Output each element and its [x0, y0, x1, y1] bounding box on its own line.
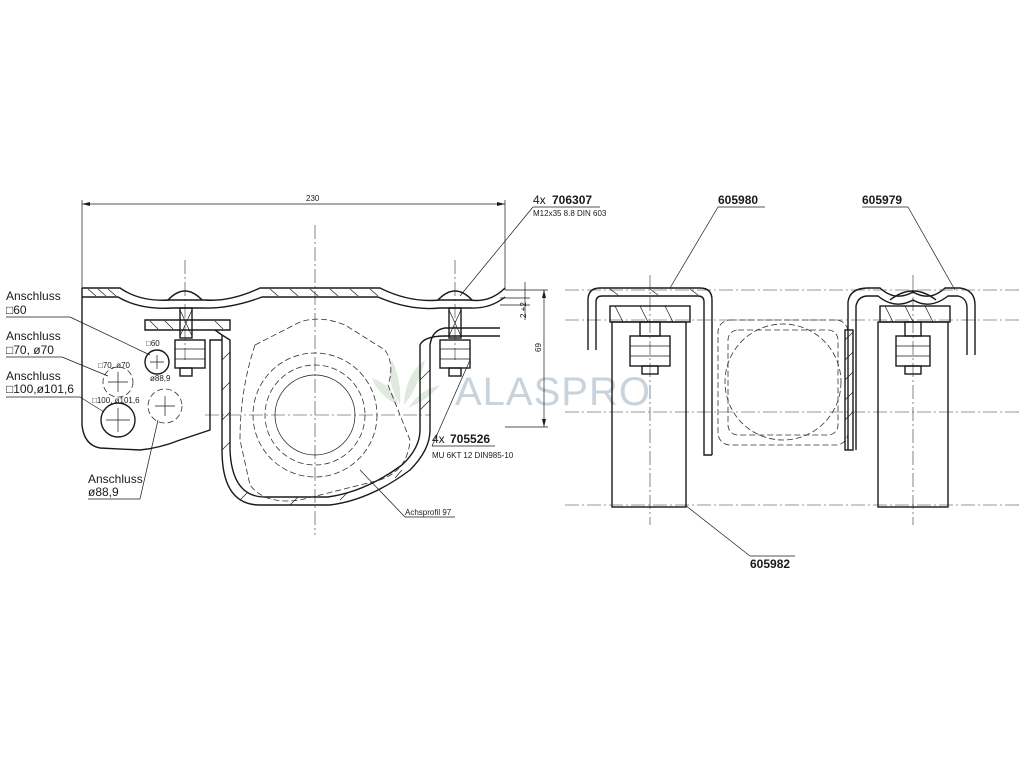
clamp-right — [847, 287, 976, 508]
dimension-69: 69 2 +2 — [500, 282, 548, 428]
dim-230-label: 230 — [306, 194, 320, 203]
hole-100-label: □100, ø101,6 — [92, 396, 140, 405]
axle-profile-callout: Achsprofil 97 — [359, 469, 455, 518]
anschluss-60-callout: Anschluss □60 — [6, 289, 151, 356]
dimension-230: 230 — [81, 194, 506, 290]
mounting-bracket — [81, 297, 231, 451]
bolt-spec: M12x35 8.8 DIN 603 — [533, 209, 607, 218]
watermark-text: ALASPRO — [455, 370, 651, 414]
clamp-left-part-number: 605980 — [718, 193, 758, 207]
bolt-assembly-left — [167, 290, 206, 377]
right-view: 605980 605979 605982 — [565, 193, 1020, 571]
anschluss-70-value: □70, ø70 — [6, 343, 54, 357]
anschluss-70-title: Anschluss — [6, 329, 61, 343]
watermark-leaf-icon — [372, 360, 440, 408]
top-plate — [81, 287, 506, 310]
nut-callout: 4x 705526 MU 6KT 12 DIN985-10 — [431, 359, 514, 460]
nut-spec: MU 6KT 12 DIN985-10 — [432, 451, 514, 460]
anschluss-889-title: Anschluss — [88, 472, 143, 486]
connection-holes — [100, 349, 183, 438]
anschluss-889-callout: Anschluss ø88,9 — [88, 419, 159, 500]
clamp-right-callout: 605979 — [862, 193, 956, 291]
anschluss-60-title: Anschluss — [6, 289, 61, 303]
anschluss-100-title: Anschluss — [6, 369, 61, 383]
bolt-assembly-right — [437, 290, 473, 377]
anschluss-100-callout: Anschluss □100,ø101,6 — [6, 369, 105, 413]
anschluss-60-value: □60 — [6, 303, 27, 317]
plate-part-number: 605982 — [750, 557, 790, 571]
hole-889-label: ø88,9 — [150, 374, 171, 383]
bolt-qty: 4x — [533, 193, 546, 207]
clamp-left-callout: 605980 — [669, 193, 765, 289]
left-view: 230 — [6, 193, 607, 535]
bolt-callout: 4x 706307 M12x35 8.8 DIN 603 — [459, 193, 607, 297]
anschluss-100-value: □100,ø101,6 — [6, 382, 74, 396]
watermark: ALASPRO — [372, 360, 651, 414]
hole-60-label: □60 — [146, 339, 160, 348]
clamp-left — [587, 287, 713, 508]
axle-profile-label: Achsprofil 97 — [405, 508, 452, 517]
plate-callout: 605982 — [684, 504, 795, 571]
clamp-right-part-number: 605979 — [862, 193, 902, 207]
anschluss-889-value: ø88,9 — [88, 485, 119, 499]
nut-part-number: 705526 — [450, 432, 490, 446]
nut-qty: 4x — [432, 432, 445, 446]
axle-tube-end — [717, 319, 854, 451]
axle-profile — [214, 318, 500, 506]
anschluss-70-callout: Anschluss □70, ø70 — [6, 329, 109, 377]
dim-69-label: 69 — [534, 343, 543, 352]
bolt-part-number: 706307 — [552, 193, 592, 207]
hole-70-label: □70, ø70 — [98, 361, 131, 370]
dim-2-2-label: 2 +2 — [519, 302, 528, 318]
